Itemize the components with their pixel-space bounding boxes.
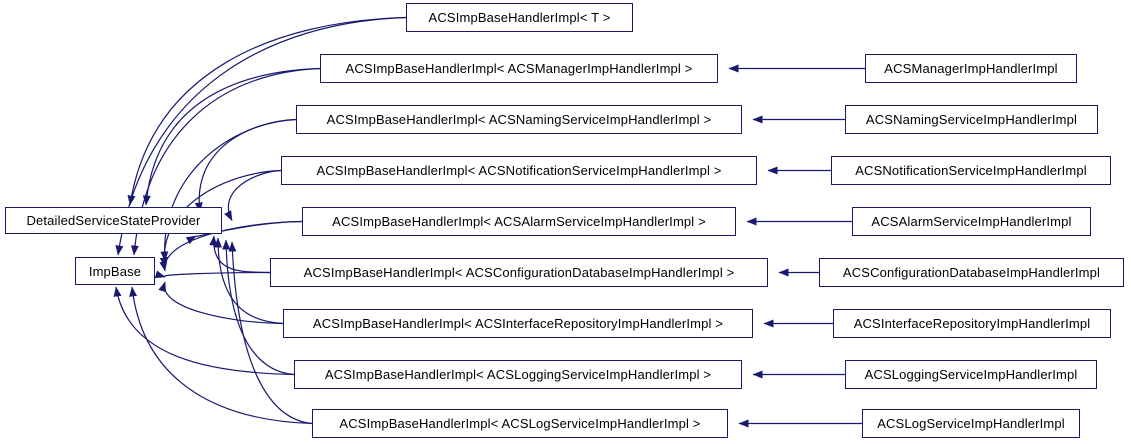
class-node-tpl-interfacerep[interactable]: ACSImpBaseHandlerImpl< ACSInterfaceRepos… <box>283 309 753 338</box>
class-node-detailedServiceStateProvider[interactable]: DetailedServiceStateProvider <box>5 207 222 234</box>
class-node-label: ACSImpBaseHandlerImpl< ACSConfigurationD… <box>303 265 735 280</box>
inherit-edge-tpl_interfacerep-to-impBase <box>158 281 284 325</box>
class-node-tpl-naming[interactable]: ACSImpBaseHandlerImpl< ACSNamingServiceI… <box>296 105 742 134</box>
class-node-label: ACSNamingServiceImpHandlerImpl <box>865 112 1078 127</box>
class-node-label: ACSImpBaseHandlerImpl< ACSInterfaceRepos… <box>312 316 724 331</box>
inherit-edge-tpl_manager-to-detailedServiceStateProvider <box>142 67 321 206</box>
class-node-tpl-logging[interactable]: ACSImpBaseHandlerImpl< ACSLoggingService… <box>294 360 742 389</box>
class-node-label: ACSNotificationServiceImpHandlerImpl <box>855 163 1087 178</box>
class-node-cls-log[interactable]: ACSLogServiceImpHandlerImpl <box>862 409 1080 438</box>
class-node-cls-logging[interactable]: ACSLoggingServiceImpHandlerImpl <box>845 360 1097 389</box>
class-node-impBase[interactable]: ImpBase <box>75 257 155 285</box>
class-node-label: ACSInterfaceRepositoryImpHandlerImpl <box>853 316 1091 331</box>
class-node-label: ImpBase <box>88 263 142 279</box>
class-node-cls-alarm[interactable]: ACSAlarmServiceImpHandlerImpl <box>852 207 1091 236</box>
class-node-tpl-alarm[interactable]: ACSImpBaseHandlerImpl< ACSAlarmServiceIm… <box>302 207 736 236</box>
class-node-label: ACSImpBaseHandlerImpl< ACSNamingServiceI… <box>326 112 712 127</box>
inherit-edge-tpl_configdb-to-detailedServiceStateProvider <box>209 235 271 274</box>
class-node-label: ACSImpBaseHandlerImpl< ACSNotificationSe… <box>316 163 722 178</box>
class-node-label: ACSImpBaseHandlerImpl< ACSLogServiceImpH… <box>339 416 701 431</box>
class-node-label: ACSImpBaseHandlerImpl< T > <box>428 10 611 25</box>
class-node-label: ACSLogServiceImpHandlerImpl <box>877 416 1065 431</box>
inherit-edge-tpl_log-to-detailedServiceStateProvider <box>228 241 313 425</box>
class-node-label: ACSImpBaseHandlerImpl< ACSManagerImpHand… <box>345 61 693 76</box>
class-node-tpl-configdb[interactable]: ACSImpBaseHandlerImpl< ACSConfigurationD… <box>270 258 768 287</box>
class-node-tpl-manager[interactable]: ACSImpBaseHandlerImpl< ACSManagerImpHand… <box>320 54 718 83</box>
class-node-label: ACSAlarmServiceImpHandlerImpl <box>871 214 1072 229</box>
class-node-label: DetailedServiceStateProvider <box>26 213 201 228</box>
class-node-cls-naming[interactable]: ACSNamingServiceImpHandlerImpl <box>845 105 1098 134</box>
class-node-tpl-log[interactable]: ACSImpBaseHandlerImpl< ACSLogServiceImpH… <box>312 409 728 438</box>
inherit-edge-tpl_interfacerep-to-detailedServiceStateProvider <box>213 237 284 325</box>
class-node-cls-configdb[interactable]: ACSConfigurationDatabaseImpHandlerImpl <box>819 258 1124 287</box>
class-node-label: ACSLoggingServiceImpHandlerImpl <box>864 367 1078 382</box>
inherit-edge-tpl_alarm-to-impBase <box>159 220 303 272</box>
class-node-label: ACSImpBaseHandlerImpl< ACSAlarmServiceIm… <box>332 214 706 229</box>
inherit-edge-tpl_t-to-detailedServiceStateProvider <box>127 16 407 206</box>
inherit-edge-tpl_t-to-impBase <box>115 16 407 256</box>
inherit-edge-tpl_notif-to-impBase <box>159 169 282 268</box>
class-node-tpl-notif[interactable]: ACSImpBaseHandlerImpl< ACSNotificationSe… <box>281 156 757 185</box>
class-node-cls-manager[interactable]: ACSManagerImpHandlerImpl <box>865 54 1077 83</box>
class-node-tpl-t[interactable]: ACSImpBaseHandlerImpl< T > <box>406 3 633 32</box>
class-node-label: ACSImpBaseHandlerImpl< ACSLoggingService… <box>324 367 712 382</box>
class-node-cls-notif[interactable]: ACSNotificationServiceImpHandlerImpl <box>831 156 1111 185</box>
inherit-edge-tpl_configdb-to-impBase <box>154 270 271 279</box>
class-node-cls-interfacerep[interactable]: ACSInterfaceRepositoryImpHandlerImpl <box>833 309 1111 338</box>
inherit-edge-tpl_log-to-impBase <box>129 286 313 425</box>
class-node-label: ACSConfigurationDatabaseImpHandlerImpl <box>842 265 1101 280</box>
class-node-label: ACSManagerImpHandlerImpl <box>884 61 1058 76</box>
inherit-edge-tpl_logging-to-detailedServiceStateProvider <box>222 239 295 376</box>
inherit-edge-tpl_logging-to-impBase <box>113 286 295 376</box>
